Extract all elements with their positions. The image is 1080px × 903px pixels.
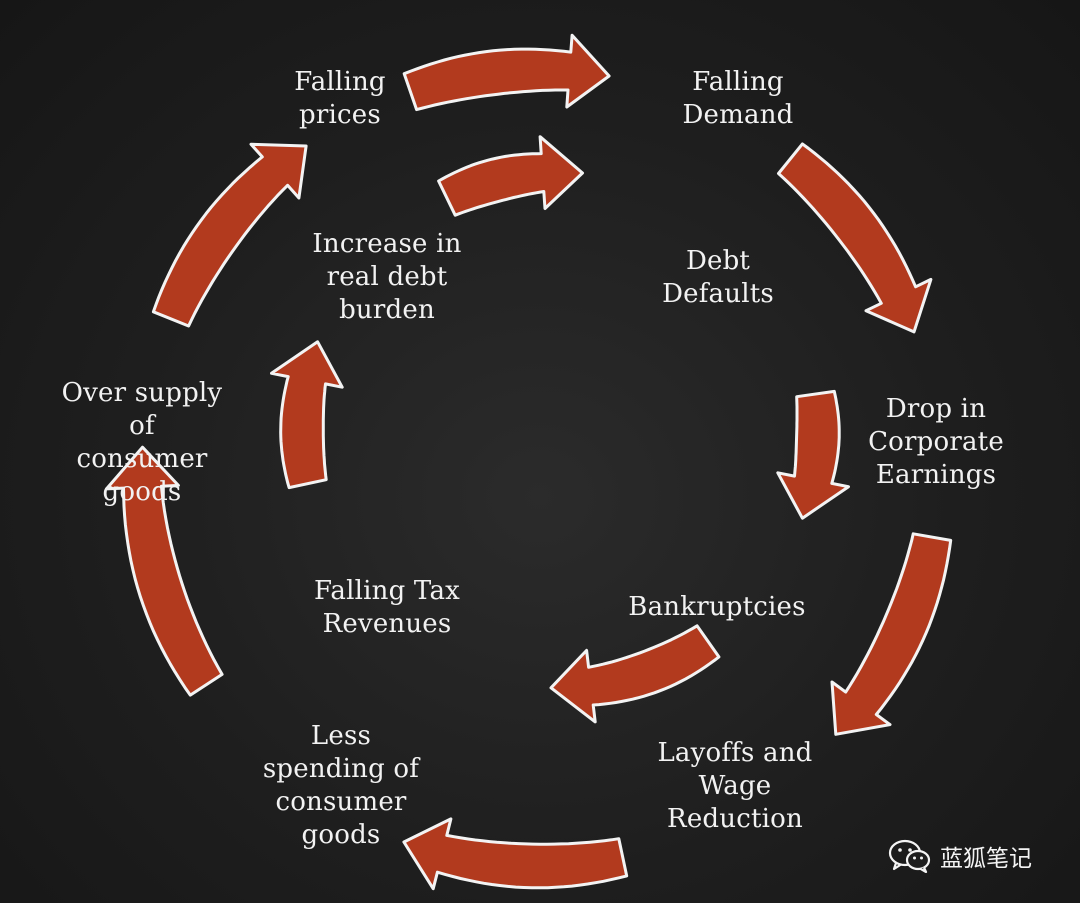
arrow-over-supply-to-falling-prices xyxy=(151,142,308,328)
arrow-drop-in-earnings-to-layoffs xyxy=(830,532,953,736)
arrow-bankruptcies-to-falling-tax-revenues xyxy=(549,624,721,724)
arrow-falling-prices-to-falling-demand xyxy=(402,33,611,112)
node-layoffs-and-wage-reduction: Layoffs and Wage Reduction xyxy=(657,738,813,834)
arrow-falling-demand-to-drop-in-earnings xyxy=(777,142,933,334)
watermark: 蓝狐笔记 xyxy=(888,838,1032,874)
node-falling-demand: Falling Demand xyxy=(682,67,794,130)
wechat-icon xyxy=(888,839,931,873)
arrow-debt-burden-to-debt-defaults xyxy=(437,135,584,217)
node-increase-in-real-debt-burden: Increase in real debt burden xyxy=(312,229,462,325)
node-less-spending-of-consumer-goods: Less spending of consumer goods xyxy=(262,721,420,850)
arrow-less-spending-to-over-supply xyxy=(105,445,224,697)
node-bankruptcies: Bankruptcies xyxy=(628,592,806,622)
arrow-falling-tax-revenues-to-debt-burden xyxy=(270,340,344,490)
node-debt-defaults: Debt Defaults xyxy=(662,246,774,309)
arrow-layoffs-to-less-spending xyxy=(402,817,629,891)
node-falling-tax-revenues: Falling Tax Revenues xyxy=(313,576,461,639)
node-falling-prices: Falling prices xyxy=(294,67,386,130)
watermark-text: 蓝狐笔记 xyxy=(940,846,1032,872)
node-drop-in-corporate-earnings: Drop in Corporate Earnings xyxy=(868,394,1004,490)
arrow-debt-defaults-to-bankruptcies xyxy=(776,389,850,520)
node-over-supply-of-consumer-goods: Over supply of consumer goods xyxy=(61,378,223,507)
